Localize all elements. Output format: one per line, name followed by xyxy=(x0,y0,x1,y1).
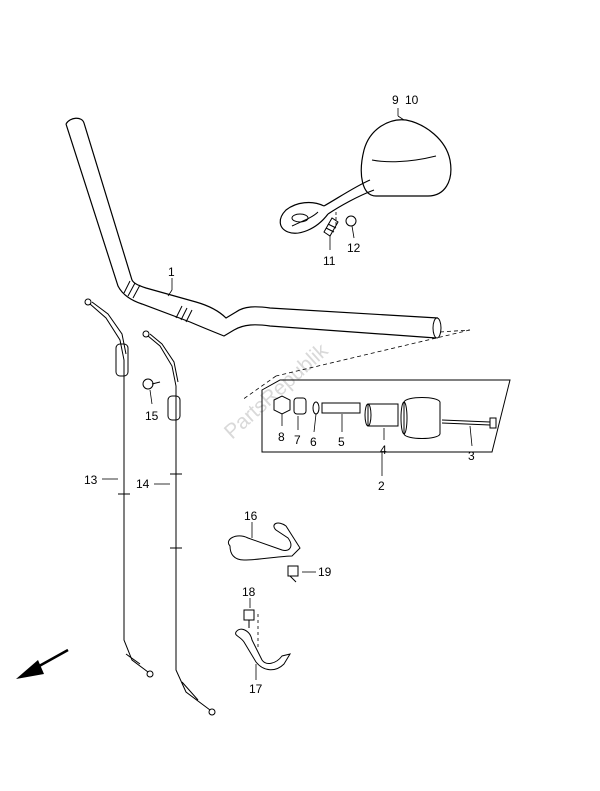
bar-end-assembly xyxy=(261,379,511,453)
cable-clamp-17 xyxy=(235,628,292,671)
mirror-bolt xyxy=(323,217,339,237)
label-13: 13 xyxy=(84,473,98,487)
cable-clamp-16 xyxy=(228,522,301,561)
throttle-cable-13 xyxy=(84,298,154,678)
label-19: 19 xyxy=(318,565,332,579)
mirror xyxy=(279,119,452,234)
label-6: 6 xyxy=(310,435,317,449)
handlebar xyxy=(65,117,442,339)
label-5: 5 xyxy=(338,435,345,449)
label-11: 11 xyxy=(323,254,336,268)
front-arrow-icon xyxy=(16,648,69,679)
assembly-lines xyxy=(241,212,471,650)
label-10: 10 xyxy=(405,93,419,107)
label-15: 15 xyxy=(145,409,159,423)
bolt-18 xyxy=(243,609,255,628)
part-labels: 9 10 1 11 12 15 8 7 6 5 4 3 13 14 2 16 1… xyxy=(84,93,475,696)
watermark-text: PartsRepublik xyxy=(220,339,333,444)
label-1: 1 xyxy=(168,265,175,279)
leader-lines xyxy=(102,108,473,680)
label-3: 3 xyxy=(468,449,475,463)
label-17: 17 xyxy=(249,682,263,696)
label-8: 8 xyxy=(278,430,285,444)
label-16: 16 xyxy=(244,509,258,523)
throttle-cable-14 xyxy=(142,330,216,716)
label-7: 7 xyxy=(294,433,301,447)
label-9: 9 xyxy=(392,93,399,107)
screw-15 xyxy=(142,378,161,390)
label-14: 14 xyxy=(136,477,150,491)
label-2: 2 xyxy=(378,479,385,493)
label-4: 4 xyxy=(380,443,387,457)
label-18: 18 xyxy=(242,585,256,599)
watermark: PartsRepublik xyxy=(220,339,333,444)
label-12: 12 xyxy=(347,241,361,255)
bolt-19 xyxy=(287,565,299,583)
mirror-cap xyxy=(345,215,357,227)
